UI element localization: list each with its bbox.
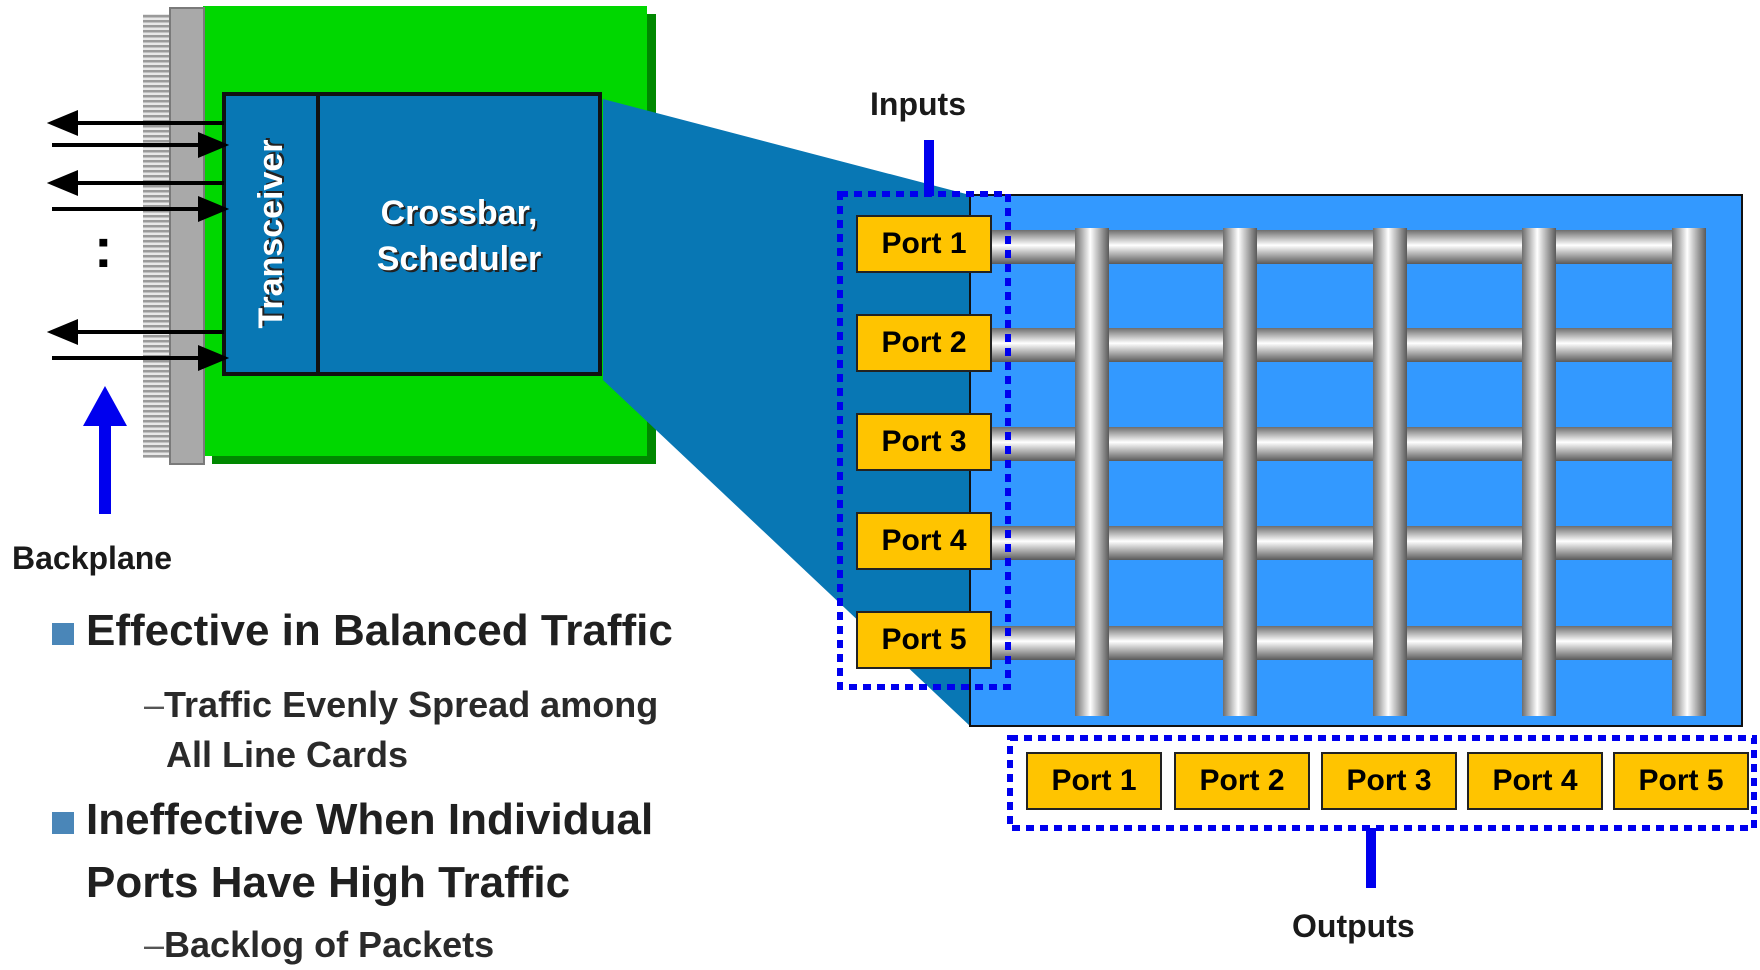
crossbar-scheduler-label: Crossbar, Scheduler: [318, 190, 600, 282]
sub-bullet-1-line1: Traffic Evenly Spread among: [164, 684, 659, 725]
backplane-connector: [143, 7, 205, 465]
crossbar-label-line2: Scheduler: [376, 240, 542, 278]
output-port-3: Port 3: [1321, 752, 1457, 810]
more-ports-dots: :: [94, 216, 113, 279]
crossbar-label-line1: Crossbar,: [380, 194, 538, 232]
backplane-pointer-arrow: [83, 386, 127, 514]
sub-bullet-dash: –: [144, 924, 165, 965]
input-port-5: Port 5: [856, 611, 992, 669]
outputs-label: Outputs: [1292, 908, 1415, 944]
inputs-pointer: [924, 140, 934, 196]
input-port-2: Port 2: [856, 314, 992, 372]
sub-bullet-1: –Traffic Evenly Spread among: [144, 680, 658, 730]
bullet-2-text-line2: Ports Have High Traffic: [86, 858, 571, 907]
outputs-group-outline: [1007, 735, 1757, 831]
sub-bullet-2-line1: Backlog of Packets: [164, 924, 495, 965]
bullet-square-icon: [52, 623, 74, 645]
transceiver-chip: [222, 92, 320, 376]
sub-bullet-dash: –: [144, 684, 165, 725]
bullet-square-icon: [52, 812, 74, 834]
crossbar-scheduler-chip: [316, 92, 602, 376]
output-port-4: Port 4: [1467, 752, 1603, 810]
backplane-label: Backplane: [12, 540, 173, 576]
io-arrows: [46, 110, 230, 371]
sub-bullet-2: –Backlog of Packets: [144, 920, 494, 970]
output-port-2: Port 2: [1174, 752, 1310, 810]
input-port-3: Port 3: [856, 413, 992, 471]
output-port-5: Port 5: [1613, 752, 1749, 810]
crossbar-diagram: [46, 6, 1757, 888]
bullet-1-text: Effective in Balanced Traffic: [86, 606, 673, 655]
crossbar-columns: [1075, 228, 1706, 716]
sub-bullet-1-line2: All Line Cards: [166, 734, 409, 775]
slide: Transceiver Crossbar, Scheduler : Backpl…: [12, 6, 1757, 965]
inputs-label: Inputs: [870, 86, 966, 122]
transceiver-label: Transceiver: [252, 139, 290, 329]
input-port-4: Port 4: [856, 512, 992, 570]
input-port-1: Port 1: [856, 215, 992, 273]
outputs-pointer: [1366, 828, 1376, 888]
bullet-2-text-line1: Ineffective When Individual: [86, 795, 654, 844]
output-port-1: Port 1: [1026, 752, 1162, 810]
